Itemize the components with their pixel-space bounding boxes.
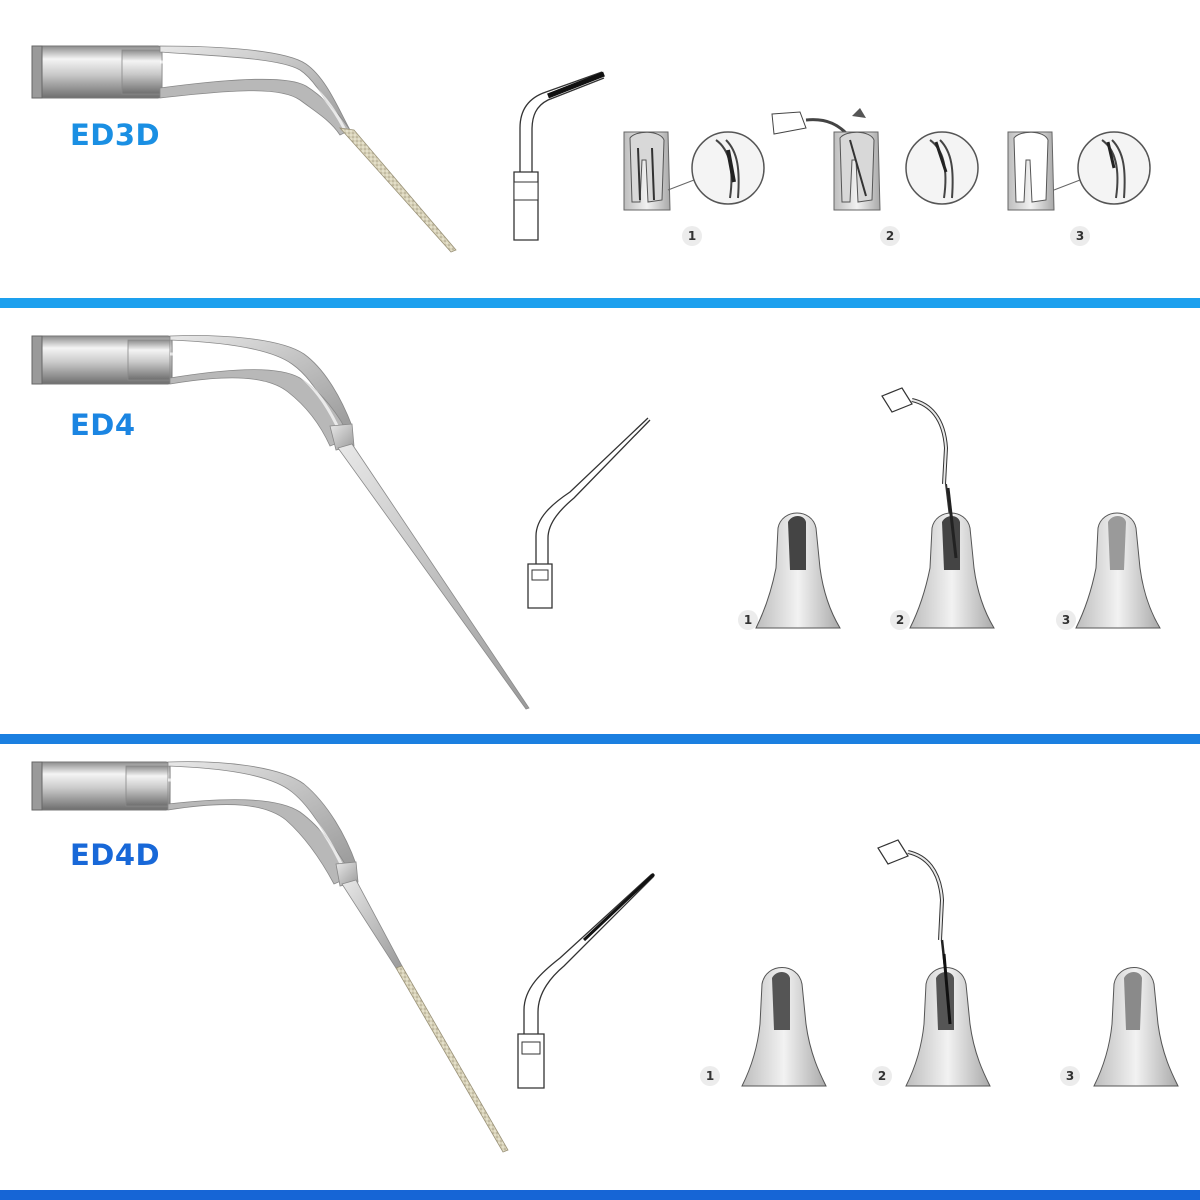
- molar-icon: [1007, 131, 1055, 211]
- tip-line-drawing: [513, 71, 605, 241]
- section-ed4: ED4 1 2 3: [0, 308, 1200, 734]
- section-divider: [0, 1190, 1200, 1200]
- step-number: 1: [682, 226, 702, 246]
- incisor-icon: [741, 967, 827, 1087]
- section-divider: [0, 734, 1200, 744]
- section-ed4d: ED4D 1 2 3: [0, 744, 1200, 1190]
- molar-icon: [833, 131, 881, 211]
- molar-icon: [623, 131, 671, 211]
- tip-model-label: ED4: [70, 408, 136, 442]
- step-number: 2: [872, 1066, 892, 1086]
- magnifier-icon: [1053, 131, 1151, 205]
- section-divider: [0, 298, 1200, 308]
- step-number: 3: [1056, 610, 1076, 630]
- step-number: 2: [890, 610, 910, 630]
- ed4-tip-photo: [31, 335, 530, 710]
- step-number: 1: [738, 610, 758, 630]
- step-number: 1: [700, 1066, 720, 1086]
- magnifier-icon: [667, 131, 765, 205]
- section-ed3d: ED3D: [0, 0, 1200, 298]
- incisor-icon: [755, 512, 841, 629]
- tip-model-label: ED4D: [70, 838, 161, 872]
- incisor-icon: [909, 487, 995, 629]
- tip-model-label: ED3D: [70, 118, 161, 152]
- incisor-icon: [1093, 967, 1179, 1087]
- incisor-icon: [905, 953, 991, 1087]
- procedure-illustrations: [741, 839, 1179, 1087]
- step-number: 3: [1060, 1066, 1080, 1086]
- incisor-icon: [1075, 512, 1161, 629]
- handpiece-icon: [881, 387, 953, 535]
- magnifier-icon: [905, 131, 979, 205]
- ed4d-tip-photo: [31, 761, 509, 1153]
- tip-line-drawing: [527, 417, 651, 609]
- step-number: 2: [880, 226, 900, 246]
- tip-line-drawing: [517, 872, 656, 1089]
- procedure-illustrations: [623, 108, 1151, 211]
- step-number: 3: [1070, 226, 1090, 246]
- procedure-illustrations: [755, 387, 1161, 629]
- ed3d-tip-photo: [31, 45, 457, 253]
